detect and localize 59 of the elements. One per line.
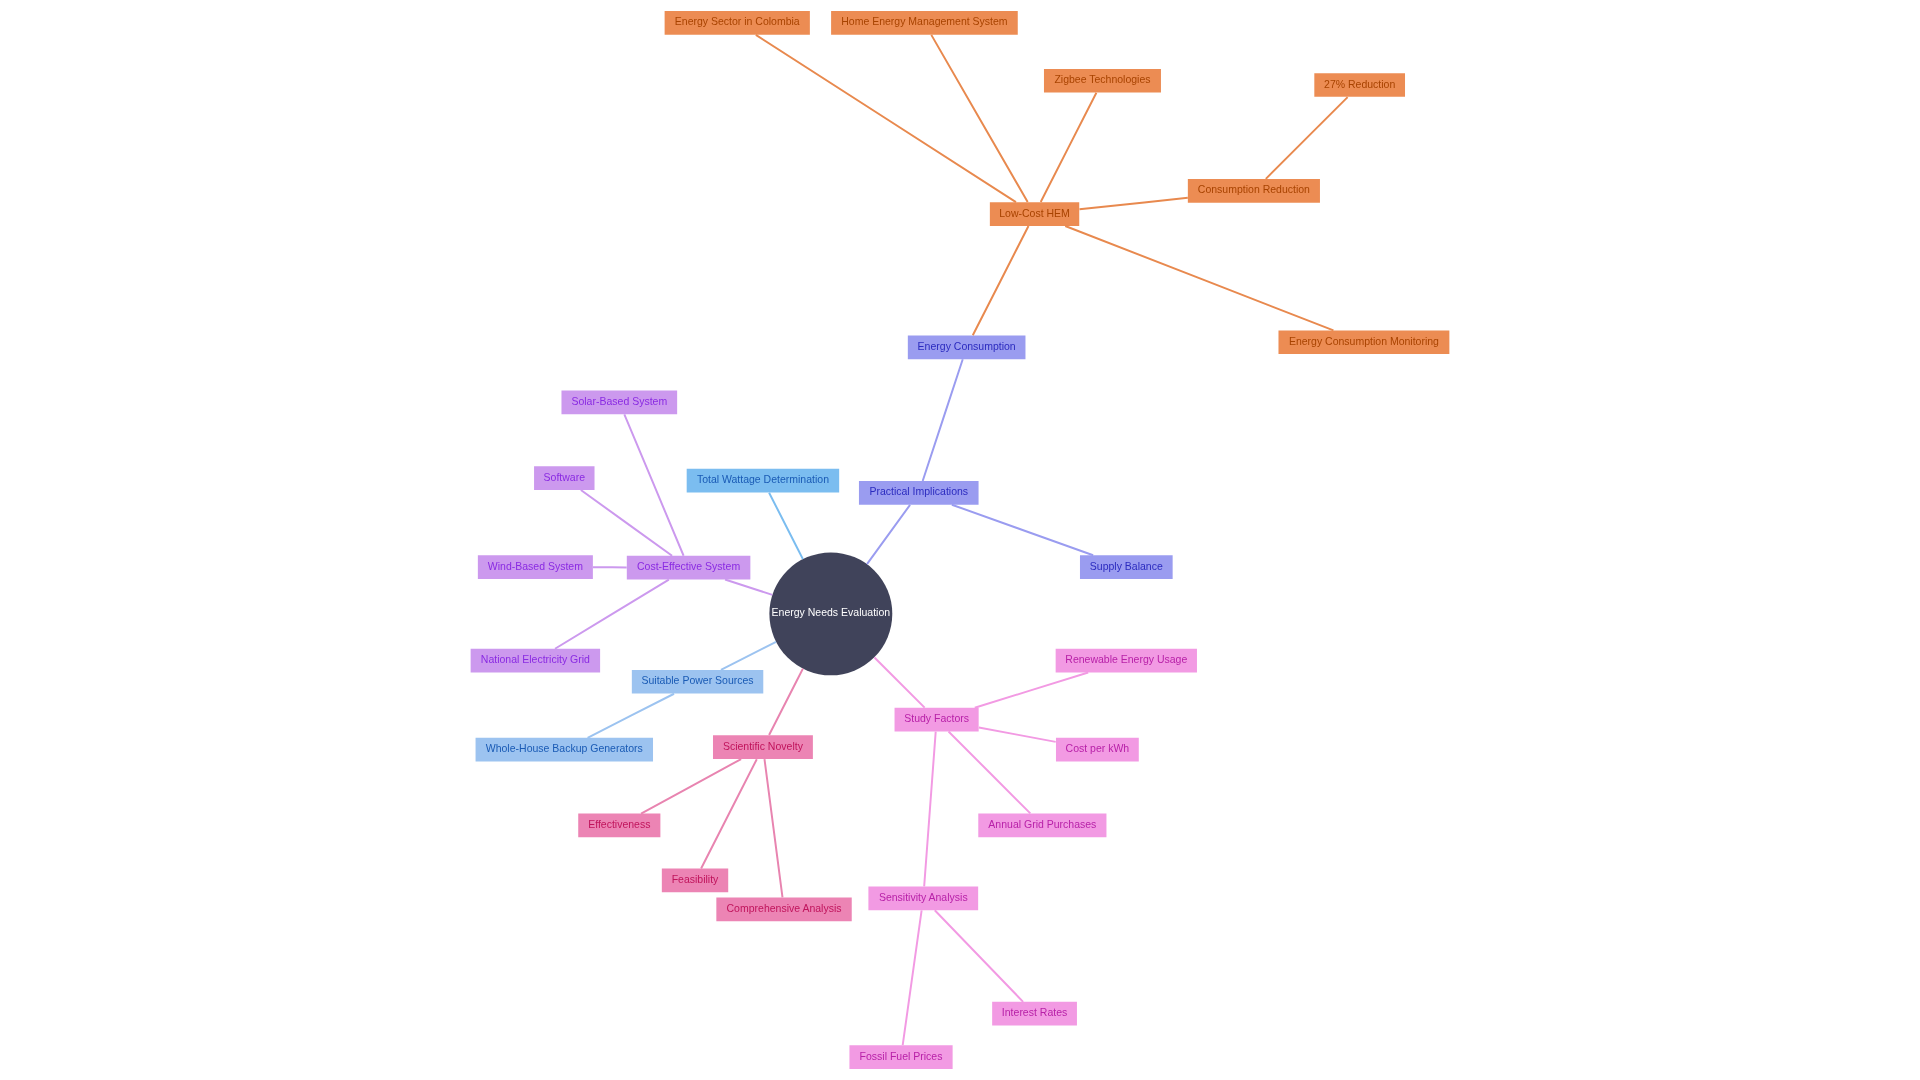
- connector: [923, 730, 937, 888]
- node-box: Energy Consumption Monitoring: [1278, 330, 1450, 355]
- connector: [586, 692, 676, 739]
- connector: [901, 909, 923, 1047]
- node-box: Comprehensive Analysis: [716, 897, 852, 922]
- node-box: Energy Sector in Colombia: [664, 11, 810, 35]
- node-box: Cost-Effective System: [626, 555, 751, 580]
- node-box: Low-Cost HEM: [989, 202, 1080, 226]
- connector: [873, 656, 926, 709]
- node-box: Energy Consumption: [907, 335, 1026, 360]
- node-box: Software: [534, 466, 595, 490]
- connector: [592, 566, 628, 569]
- connector: [768, 667, 804, 737]
- node-box: National Electricity Grid: [470, 648, 601, 673]
- node-box: Feasibility: [661, 868, 729, 893]
- connector: [1264, 96, 1349, 180]
- connector: [700, 758, 758, 870]
- connector: [866, 503, 912, 566]
- node-box: Home Energy Management System: [831, 11, 1018, 35]
- connector: [977, 726, 1057, 743]
- connector: [724, 578, 774, 596]
- connector: [554, 578, 670, 650]
- connector: [1039, 91, 1098, 203]
- connector: [930, 33, 1029, 204]
- connector: [640, 758, 743, 815]
- node-box: Suitable Power Sources: [631, 669, 764, 694]
- connector: [579, 489, 674, 557]
- node-box: Interest Rates: [992, 1001, 1077, 1026]
- connector: [921, 358, 964, 482]
- node-box: Study Factors: [894, 707, 979, 732]
- node-box: Practical Implications: [858, 481, 979, 505]
- node-box: Sensitivity Analysis: [868, 886, 979, 911]
- node-box: Zigbee Technologies: [1043, 68, 1161, 93]
- node-box: Effectiveness: [578, 813, 661, 838]
- connector: [971, 225, 1030, 337]
- connector: [973, 671, 1090, 709]
- node-circle: Energy Needs Evaluation: [769, 552, 893, 676]
- node-box: Cost per kWh: [1055, 737, 1139, 762]
- node-box: Supply Balance: [1079, 555, 1173, 579]
- connector: [933, 909, 1025, 1003]
- node-box: Solar-Based System: [561, 390, 678, 415]
- node-box: Total Wattage Determination: [686, 468, 840, 493]
- connector: [1078, 196, 1189, 211]
- connector: [719, 640, 778, 671]
- connector: [768, 491, 804, 561]
- node-box: Whole-House Backup Generators: [475, 737, 653, 762]
- node-box: Consumption Reduction: [1187, 178, 1320, 203]
- node-box: Renewable Energy Usage: [1055, 648, 1197, 673]
- node-box: 27% Reduction: [1314, 73, 1405, 97]
- connector: [947, 730, 1032, 815]
- node-box: Fossil Fuel Prices: [849, 1045, 953, 1069]
- connector: [1064, 225, 1335, 332]
- connector: [623, 413, 685, 557]
- connector: [950, 503, 1095, 557]
- node-box: Scientific Novelty: [713, 735, 813, 759]
- node-box: Wind-Based System: [477, 555, 593, 579]
- node-box: Annual Grid Purchases: [978, 813, 1107, 838]
- connector: [763, 758, 784, 899]
- connector: [754, 33, 1017, 204]
